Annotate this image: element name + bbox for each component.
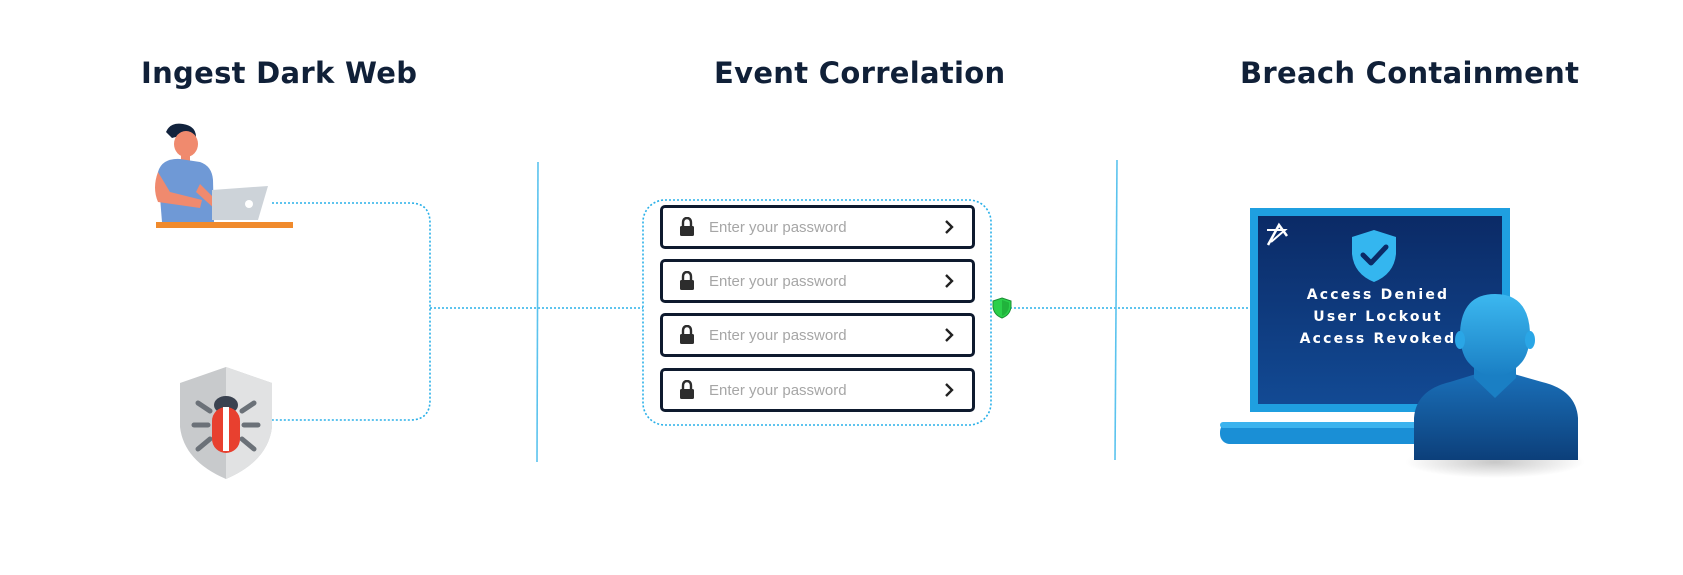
chevron-right-icon[interactable] [944, 273, 954, 289]
green-shield-icon [992, 297, 1012, 319]
user-silhouette-icon [1405, 294, 1585, 478]
screen-message-access-denied: Access Denied [1306, 287, 1450, 303]
brand-logo-icon [1266, 222, 1289, 246]
divider-left [536, 161, 539, 463]
password-placeholder: Enter your password [709, 272, 847, 290]
password-placeholder: Enter your password [709, 381, 847, 399]
stage-title-ingest: Ingest Dark Web [141, 56, 418, 90]
lock-icon [680, 325, 694, 344]
correlation-group-outline [642, 199, 992, 426]
lock-icon [680, 271, 694, 290]
chevron-right-icon[interactable] [944, 219, 954, 235]
stage-title-correlation: Event Correlation [714, 56, 1006, 90]
divider-right [1114, 159, 1118, 461]
bug-shield-icon [180, 367, 272, 479]
lock-icon [680, 380, 694, 399]
password-field-4[interactable]: Enter your password [660, 368, 975, 412]
password-placeholder: Enter your password [709, 326, 847, 344]
password-placeholder: Enter your password [709, 218, 847, 236]
password-field-3[interactable]: Enter your password [660, 313, 975, 357]
screen-message-access-revoked: Access Revoked [1299, 331, 1457, 347]
screen-message-user-lockout: User Lockout [1313, 309, 1443, 325]
stage-title-containment: Breach Containment [1240, 56, 1580, 90]
check-shield-icon [1352, 230, 1396, 282]
person-laptop-icon [155, 123, 293, 228]
password-field-2[interactable]: Enter your password [660, 259, 975, 303]
connector-top [272, 202, 431, 421]
lock-icon [680, 217, 694, 236]
chevron-right-icon[interactable] [944, 327, 954, 343]
password-field-1[interactable]: Enter your password [660, 205, 975, 249]
chevron-right-icon[interactable] [944, 382, 954, 398]
